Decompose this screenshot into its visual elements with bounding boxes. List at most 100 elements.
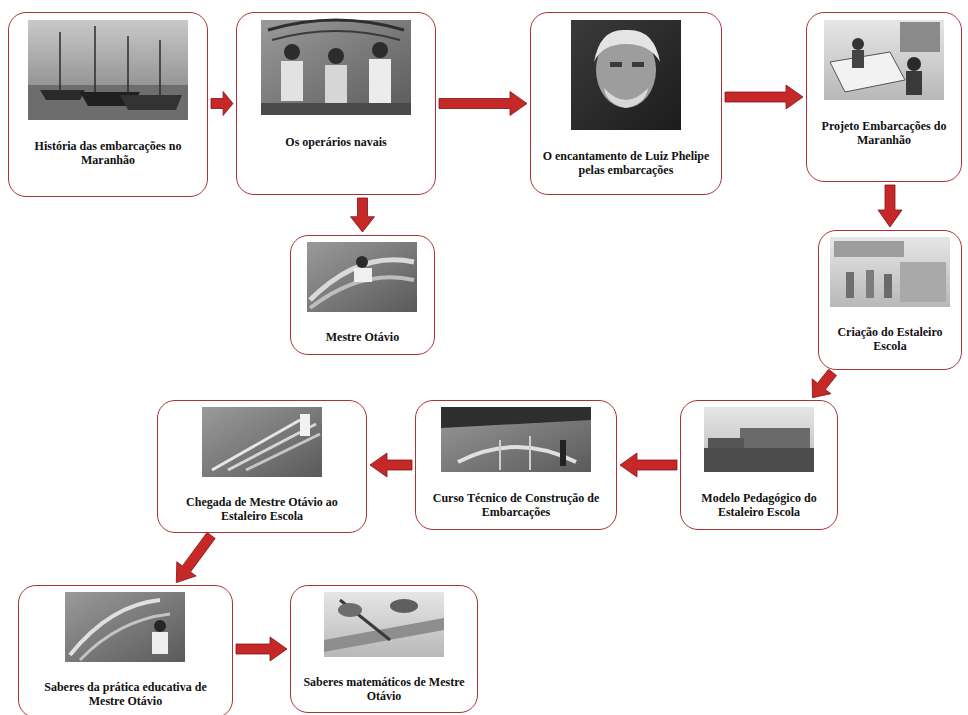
head xyxy=(328,48,344,64)
roof xyxy=(441,407,591,428)
frame xyxy=(499,440,501,470)
head xyxy=(852,38,864,50)
photo-ground xyxy=(307,242,417,312)
block-arrow xyxy=(878,185,902,227)
person xyxy=(866,270,874,298)
frame xyxy=(246,434,320,470)
body xyxy=(325,65,347,103)
process-box: O encantamento de Luiz Phelipe pelas emb… xyxy=(530,12,722,195)
eye xyxy=(610,62,622,67)
harbour-photo xyxy=(28,20,188,120)
hand xyxy=(390,599,418,613)
sign xyxy=(834,241,904,257)
process-box: Saberes matemáticos de Mestre Otávio xyxy=(290,585,478,713)
block-arrow xyxy=(176,532,215,582)
building xyxy=(708,438,744,448)
mast xyxy=(127,36,129,95)
building-photo xyxy=(704,407,814,472)
process-box: Projeto Embarcações do Maranhão xyxy=(806,12,962,182)
window xyxy=(900,22,940,52)
eye xyxy=(632,62,644,67)
block-arrow xyxy=(211,92,233,116)
box-label: Curso Técnico de Construção de Embarcaçõ… xyxy=(422,491,610,520)
head xyxy=(356,256,368,268)
head xyxy=(907,57,921,71)
box-label: Saberes matemáticos de Mestre Otávio xyxy=(297,675,471,704)
workers-photo xyxy=(261,20,411,115)
boat-frame xyxy=(268,20,404,30)
block-arrow xyxy=(351,198,375,232)
process-box: História das embarcações no Maranhão xyxy=(8,12,208,197)
hand xyxy=(338,603,362,617)
person xyxy=(884,274,892,298)
photo-ground xyxy=(830,237,950,307)
photo-ground xyxy=(202,407,322,477)
body xyxy=(906,71,922,95)
practice-photo xyxy=(65,592,185,662)
block-arrow xyxy=(725,85,803,109)
measure-photo xyxy=(324,592,444,657)
frame xyxy=(529,436,531,470)
box-label: Chegada de Mestre Otávio ao Estaleiro Es… xyxy=(164,495,360,524)
body xyxy=(354,268,372,282)
process-box: Modelo Pedagógico do Estaleiro Escola xyxy=(680,400,838,530)
body xyxy=(369,59,391,103)
hull xyxy=(120,95,182,110)
person xyxy=(846,272,854,298)
building xyxy=(740,428,810,448)
water xyxy=(704,448,814,472)
photo-ground xyxy=(28,20,188,120)
floor xyxy=(261,103,411,115)
workshop-photo xyxy=(441,407,591,472)
hair xyxy=(594,30,660,62)
boat-frame xyxy=(272,31,400,40)
body xyxy=(281,61,303,101)
head xyxy=(372,42,388,58)
project-photo xyxy=(824,20,944,100)
box-label: Mestre Otávio xyxy=(297,330,428,344)
photo-ground xyxy=(704,407,814,472)
mast xyxy=(94,26,96,92)
process-box: Curso Técnico de Construção de Embarcaçõ… xyxy=(415,400,617,530)
hull xyxy=(40,90,85,100)
person xyxy=(300,414,310,436)
process-box: Criação do Estaleiro Escola xyxy=(818,230,962,370)
frames-photo xyxy=(202,407,322,477)
block-arrow xyxy=(370,453,412,477)
photo-ground xyxy=(441,407,591,472)
photo-ground xyxy=(571,20,681,130)
founding-photo xyxy=(830,237,950,307)
plank xyxy=(70,600,160,655)
mast xyxy=(159,40,161,95)
process-box: Mestre Otávio xyxy=(290,235,435,355)
person xyxy=(560,440,566,466)
process-box: Os operários navais xyxy=(236,12,436,195)
photo-ground xyxy=(65,592,185,662)
box-label: O encantamento de Luiz Phelipe pelas emb… xyxy=(537,149,715,178)
body xyxy=(852,50,864,68)
water xyxy=(28,85,188,120)
block-arrow xyxy=(236,637,287,661)
hull xyxy=(458,447,576,462)
mast xyxy=(59,32,61,92)
box-label: Criação do Estaleiro Escola xyxy=(825,325,955,354)
beard xyxy=(604,88,648,108)
photo-ground xyxy=(261,20,411,115)
process-box: Saberes da prática educativa de Mestre O… xyxy=(18,585,233,715)
table xyxy=(830,52,905,92)
frame xyxy=(212,420,300,470)
block-arrow xyxy=(812,369,836,398)
box-label: Modelo Pedagógico do Estaleiro Escola xyxy=(687,491,831,520)
portrait-photo xyxy=(571,20,681,130)
box-label: Saberes da prática educativa de Mestre O… xyxy=(25,680,226,709)
box-label: Projeto Embarcações do Maranhão xyxy=(813,119,955,148)
head xyxy=(284,44,300,60)
plank xyxy=(80,614,170,660)
wall xyxy=(900,262,946,302)
photo-ground xyxy=(824,20,944,100)
block-arrow xyxy=(439,92,527,116)
body xyxy=(152,632,168,654)
process-box: Chegada de Mestre Otávio ao Estaleiro Es… xyxy=(157,400,367,533)
